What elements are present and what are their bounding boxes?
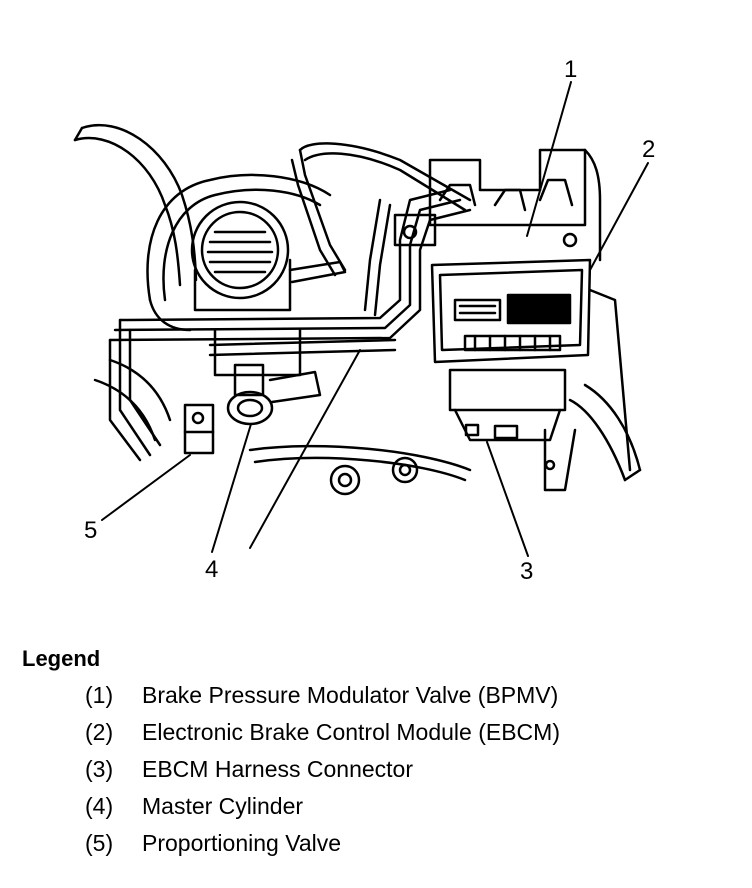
legend-item: (5) Proportioning Valve	[22, 830, 742, 867]
mounting-frame	[93, 288, 632, 496]
master-cylinder-reservoir	[190, 200, 347, 312]
leader-line-2	[589, 162, 649, 271]
leader-line-3	[486, 441, 529, 557]
callout-3: 3	[520, 558, 534, 585]
legend-item: (3) EBCM Harness Connector	[22, 756, 742, 793]
proportioning-valve	[183, 403, 215, 455]
ebcm-harness-connector	[448, 368, 567, 442]
legend-item-label: Electronic Brake Control Module (EBCM)	[142, 719, 560, 745]
legend-item-number: (3)	[85, 756, 114, 782]
leader-lines	[101, 81, 649, 557]
legend-item-label: Master Cylinder	[142, 793, 304, 819]
legend: Legend (1) Brake Pressure Modulator Valv…	[22, 646, 742, 867]
brake-lines	[108, 142, 472, 462]
legend-item: (1) Brake Pressure Modulator Valve (BPMV…	[22, 682, 742, 719]
leader-line-brake-line	[249, 349, 361, 549]
legend-item-label: Brake Pressure Modulator Valve (BPMV)	[142, 682, 559, 708]
legend-title: Legend	[22, 646, 101, 671]
legend-item-number: (5)	[85, 830, 114, 856]
abs-component-diagram: 1 2 3 4 5	[73, 56, 656, 585]
legend-item: (4) Master Cylinder	[22, 793, 742, 830]
legend-item-number: (4)	[85, 793, 114, 819]
vacuum-hose	[73, 123, 198, 287]
bpmv	[393, 148, 602, 262]
legend-item-number: (1)	[85, 682, 114, 708]
legend-item: (2) Electronic Brake Control Module (EBC…	[22, 719, 742, 756]
legend-item-number: (2)	[85, 719, 114, 745]
legend-item-label: Proportioning Valve	[142, 830, 342, 856]
leader-line-5	[101, 454, 191, 521]
ebcm	[430, 258, 592, 364]
callout-5: 5	[84, 517, 98, 544]
harness-hose	[568, 383, 642, 482]
callout-1: 1	[564, 56, 578, 83]
callout-2: 2	[642, 136, 656, 163]
leader-line-1	[526, 81, 572, 237]
leader-line-4	[211, 423, 252, 553]
engine-bay-illustration	[73, 81, 649, 557]
callout-4: 4	[205, 556, 219, 583]
legend-item-label: EBCM Harness Connector	[142, 756, 413, 782]
